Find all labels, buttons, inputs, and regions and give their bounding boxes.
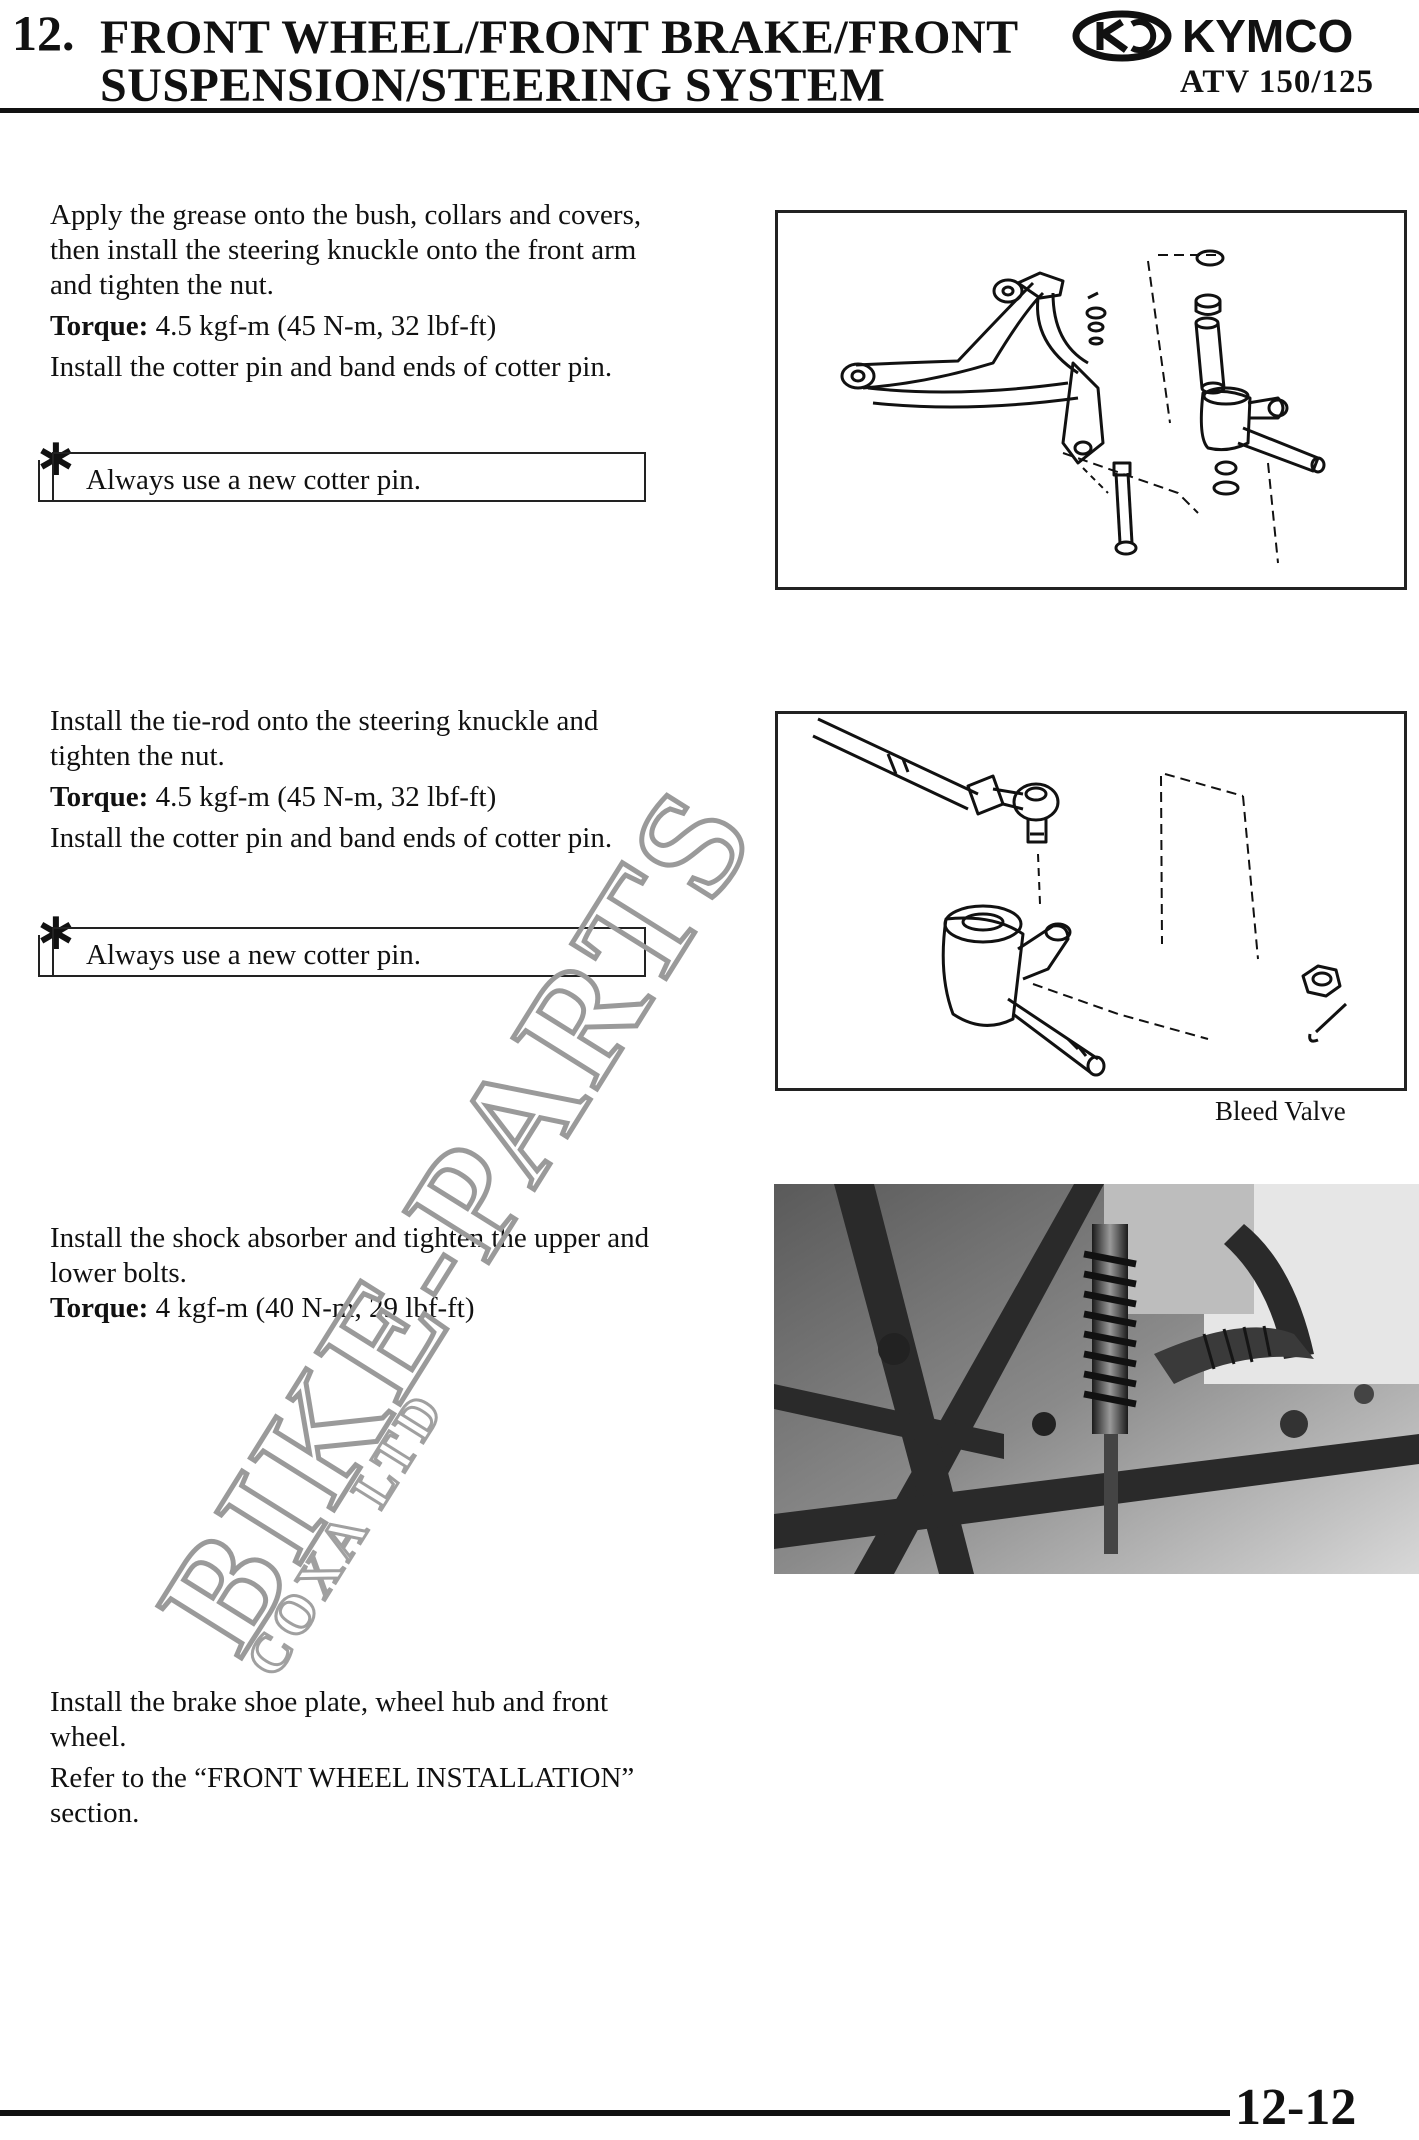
note-bracket — [38, 935, 54, 977]
chapter-title-line2: SUSPENSION/STEERING SYSTEM — [100, 59, 886, 112]
note-2-text: Always use a new cotter pin. — [86, 939, 422, 971]
torque-label: Torque: — [50, 1292, 149, 1324]
chapter-title-line1: FRONT WHEEL/FRONT BRAKE/FRONT — [100, 11, 1019, 64]
note-box-1 — [52, 452, 646, 502]
step-2-text: Install the tie-rod onto the steering kn… — [50, 704, 650, 862]
step-1-paragraph: Apply the grease onto the bush, collars … — [50, 199, 642, 301]
header-rule — [0, 108, 1419, 113]
note-star-icon: ∗ — [34, 902, 78, 962]
note-bracket — [38, 460, 54, 502]
step-3-torque: Torque: 4 kgf-m (40 N-m, 29 lbf-ft) — [50, 1291, 650, 1326]
note-box-2 — [52, 927, 646, 977]
brand-wordmark: KYMCO — [1182, 10, 1353, 62]
page-number: 12-12 — [1235, 2079, 1357, 2136]
torque-value: 4.5 kgf-m (45 N-m, 32 lbf-ft) — [148, 310, 497, 342]
watermark-sub: COXA LTD — [234, 1380, 456, 1686]
step-3-paragraph: Install the shock absorber and tighten t… — [50, 1222, 650, 1289]
torque-label: Torque: — [50, 781, 149, 813]
torque-value: 4.5 kgf-m (45 N-m, 32 lbf-ft) — [148, 781, 497, 813]
footer-rule — [0, 2110, 1230, 2116]
step-4-paragraph-1: Install the brake shoe plate, wheel hub … — [50, 1686, 609, 1753]
torque-value: 4 kgf-m (40 N-m, 29 lbf-ft) — [148, 1292, 475, 1324]
figure-front-arm-knuckle — [775, 210, 1407, 590]
chapter-number: 12. — [12, 5, 75, 61]
step-4-text: Install the brake shoe plate, wheel hub … — [50, 1685, 650, 1837]
note-1-text: Always use a new cotter pin. — [86, 464, 422, 496]
figure-tie-rod-knuckle — [775, 711, 1407, 1091]
step-1-after: Install the cotter pin and band ends of … — [50, 351, 613, 383]
model-name: ATV 150/125 — [1180, 64, 1375, 100]
torque-label: Torque: — [50, 310, 149, 342]
step-1-text: Apply the grease onto the bush, collars … — [50, 198, 650, 391]
step-2-paragraph: Install the tie-rod onto the steering kn… — [50, 705, 599, 772]
photo-shock-absorber — [774, 1184, 1419, 1574]
step-2-after: Install the cotter pin and band ends of … — [50, 822, 613, 854]
note-star-icon: ∗ — [34, 428, 78, 488]
step-1-torque: Torque: 4.5 kgf-m (45 N-m, 32 lbf-ft) — [50, 309, 650, 344]
step-3-text: Install the shock absorber and tighten t… — [50, 1221, 650, 1332]
step-2-torque: Torque: 4.5 kgf-m (45 N-m, 32 lbf-ft) — [50, 780, 650, 815]
figure-caption: Bleed Valve — [1215, 1096, 1346, 1126]
watermark-main: BIKE-PARTS — [127, 758, 787, 1677]
kymco-logo: KYMCO — [1070, 6, 1419, 66]
step-4-paragraph-2: Refer to the “FRONT WHEEL INSTALLATION” … — [50, 1762, 635, 1829]
